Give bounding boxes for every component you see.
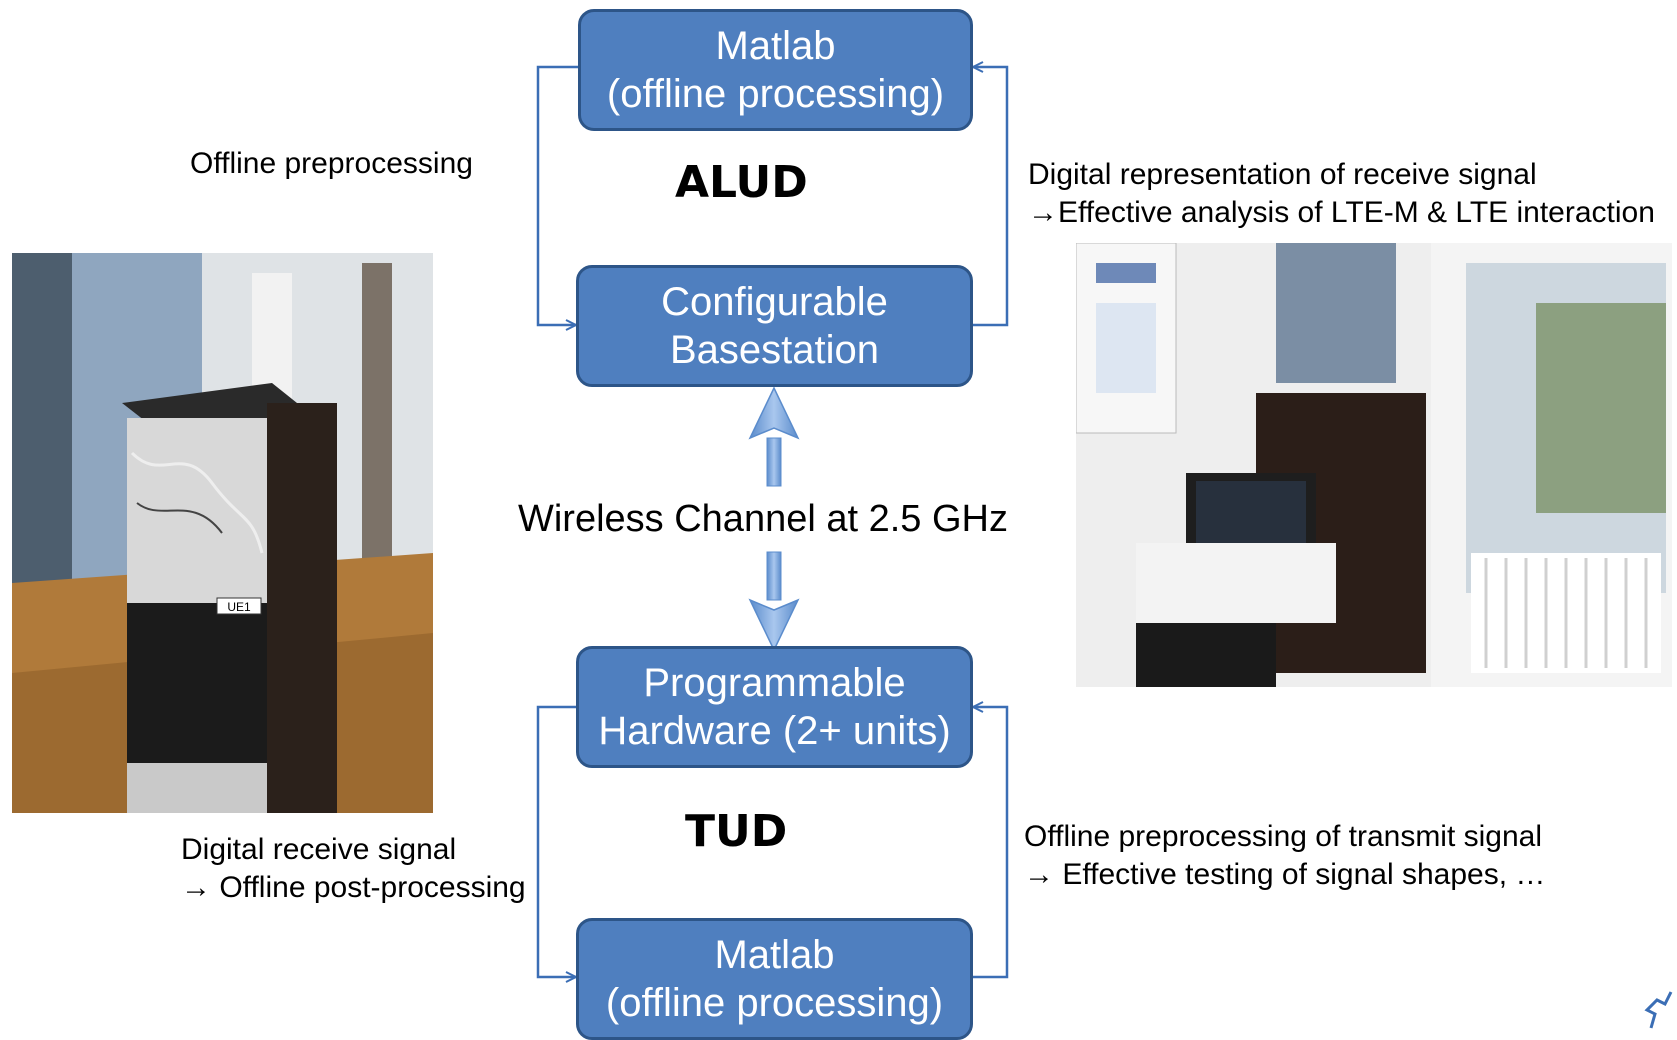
- digital-representation-line1: Digital representation of receive signal: [1028, 158, 1537, 191]
- digital-representation-label: Digital representation of receive signal…: [1028, 156, 1655, 232]
- corner-logo-icon: [1644, 991, 1673, 1029]
- lab-basestation-illustration: [1076, 243, 1672, 687]
- ue-rack-photo: UE1: [12, 253, 433, 813]
- offline-transmit-label: Offline preprocessing of transmit signal…: [1024, 818, 1545, 894]
- connector-matlab-to-hardware: [970, 707, 1009, 979]
- connector-matlab-to-basestation: [536, 65, 580, 325]
- matlab-bottom-line1: Matlab: [714, 933, 835, 977]
- digital-receive-label: Digital receive signal → Offline post-pr…: [181, 831, 526, 907]
- ue1-tag: UE1: [227, 600, 251, 614]
- offline-preprocessing-label: Offline preprocessing: [190, 147, 473, 180]
- connector-basestation-to-matlab: [970, 67, 1009, 327]
- digital-representation-line2: →Effective analysis of LTE-M & LTE inter…: [1028, 196, 1655, 229]
- offline-transmit-line2: → Effective testing of signal shapes, …: [1024, 858, 1546, 891]
- tud-title: TUD: [685, 806, 788, 857]
- connector-hardware-to-matlab: [536, 705, 580, 977]
- matlab-top-box: Matlab (offline processing): [578, 9, 973, 131]
- matlab-top-line2: (offline processing): [606, 72, 945, 116]
- ue-rack-illustration: UE1: [12, 253, 433, 813]
- offline-transmit-line1: Offline preprocessing of transmit signal: [1024, 820, 1543, 853]
- hardware-line1: Programmable: [643, 661, 906, 705]
- arrow-up-icon: [748, 386, 800, 487]
- basestation-line1: Configurable: [661, 280, 888, 324]
- digital-receive-line2: → Offline post-processing: [181, 871, 526, 904]
- hardware-line2: Hardware (2+ units): [598, 709, 951, 753]
- alud-title: ALUD: [675, 157, 808, 208]
- matlab-bottom-line2: (offline processing): [605, 981, 944, 1025]
- matlab-bottom-box: Matlab (offline processing): [576, 918, 973, 1040]
- lab-basestation-photo: [1076, 243, 1672, 687]
- matlab-top-line1: Matlab: [715, 24, 836, 68]
- basestation-box: Configurable Basestation: [576, 265, 973, 387]
- hardware-box: Programmable Hardware (2+ units): [576, 646, 973, 768]
- channel-label: Wireless Channel at 2.5 GHz: [518, 498, 1008, 540]
- digital-receive-line1: Digital receive signal: [181, 833, 457, 866]
- basestation-line2: Basestation: [669, 328, 880, 372]
- arrow-down-icon: [748, 551, 800, 652]
